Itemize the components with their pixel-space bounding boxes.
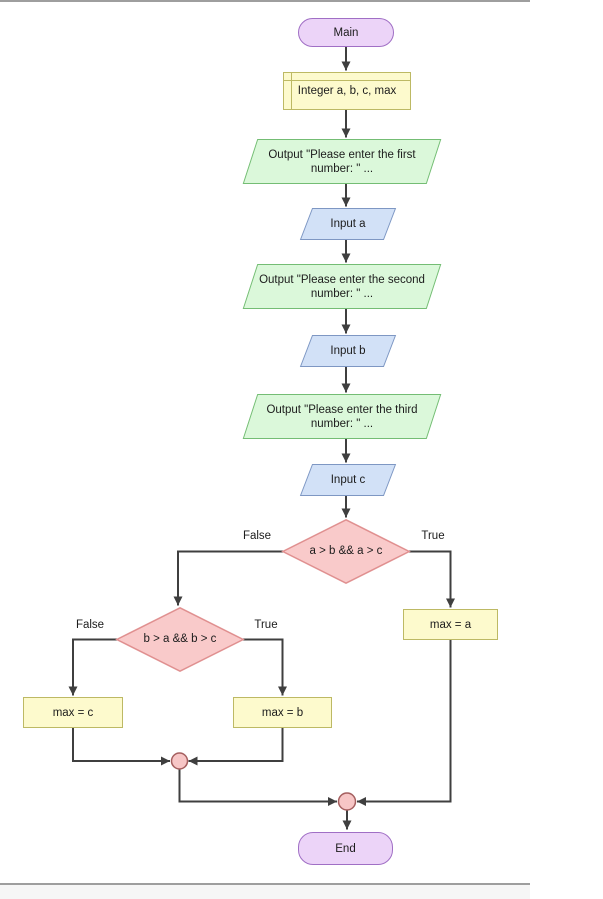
- output-node-first[interactable]: Output "Please enter the first number: "…: [242, 139, 442, 184]
- terminal-main-label: Main: [333, 26, 359, 39]
- merge-connector-2: [337, 792, 357, 811]
- panel-bottom-border: [0, 883, 530, 885]
- edge-max-b-merge-1: [188, 728, 284, 766]
- assign-node-max-a[interactable]: max = a: [403, 609, 498, 640]
- declare-top-rule: [284, 80, 410, 81]
- decision-node-a[interactable]: [281, 518, 411, 585]
- assign-node-max-c[interactable]: max = c: [23, 697, 123, 728]
- terminal-node-end[interactable]: End: [298, 832, 393, 865]
- panel-top-border: [0, 0, 530, 2]
- input-a-label: Input a: [330, 218, 366, 230]
- output-second-label: Output "Please enter the second number: …: [259, 273, 425, 300]
- decision-b-false-label: False: [75, 619, 105, 631]
- output-node-third[interactable]: Output "Please enter the third number: "…: [242, 394, 442, 439]
- terminal-end-label: End: [335, 842, 356, 855]
- assign-max-a-label: max = a: [429, 618, 472, 631]
- edge-decision-b-false: [68, 638, 117, 696]
- edge-max-c-merge-1: [72, 728, 170, 766]
- merge-connector-1: [170, 752, 189, 770]
- declare-label: Integer a, b, c, max: [297, 85, 397, 97]
- input-node-a[interactable]: Input a: [299, 208, 397, 240]
- input-node-b[interactable]: Input b: [299, 335, 397, 367]
- panel-footer-strip: [0, 885, 530, 899]
- input-node-c[interactable]: Input c: [299, 464, 397, 496]
- assign-max-c-label: max = c: [52, 706, 94, 719]
- decision-b-label: b > a && b > c: [143, 633, 217, 645]
- input-b-label: Input b: [330, 345, 366, 357]
- decision-b-true-label: True: [254, 619, 278, 631]
- decision-node-b[interactable]: [115, 606, 245, 673]
- edge-decision-b-true: [243, 638, 287, 696]
- assign-max-b-label: max = b: [261, 706, 304, 719]
- decision-a-true-label: True: [421, 530, 445, 542]
- edge-decision-a-false: [173, 550, 283, 606]
- edge-merge-1-merge-2: [178, 769, 337, 806]
- terminal-node-main[interactable]: Main: [298, 18, 394, 47]
- declare-node[interactable]: Integer a, b, c, max: [283, 72, 411, 110]
- input-c-label: Input c: [330, 474, 366, 486]
- edge-decision-a-true: [409, 550, 455, 608]
- assign-node-max-b[interactable]: max = b: [233, 697, 332, 728]
- declare-left-rule: [291, 73, 292, 109]
- output-third-label: Output "Please enter the third number: "…: [266, 403, 418, 430]
- output-node-second[interactable]: Output "Please enter the second number: …: [242, 264, 442, 309]
- edge-max-a-merge-2: [357, 640, 452, 806]
- output-first-label: Output "Please enter the first number: "…: [268, 148, 416, 175]
- decision-a-false-label: False: [242, 530, 272, 542]
- decision-a-label: a > b && a > c: [309, 545, 383, 557]
